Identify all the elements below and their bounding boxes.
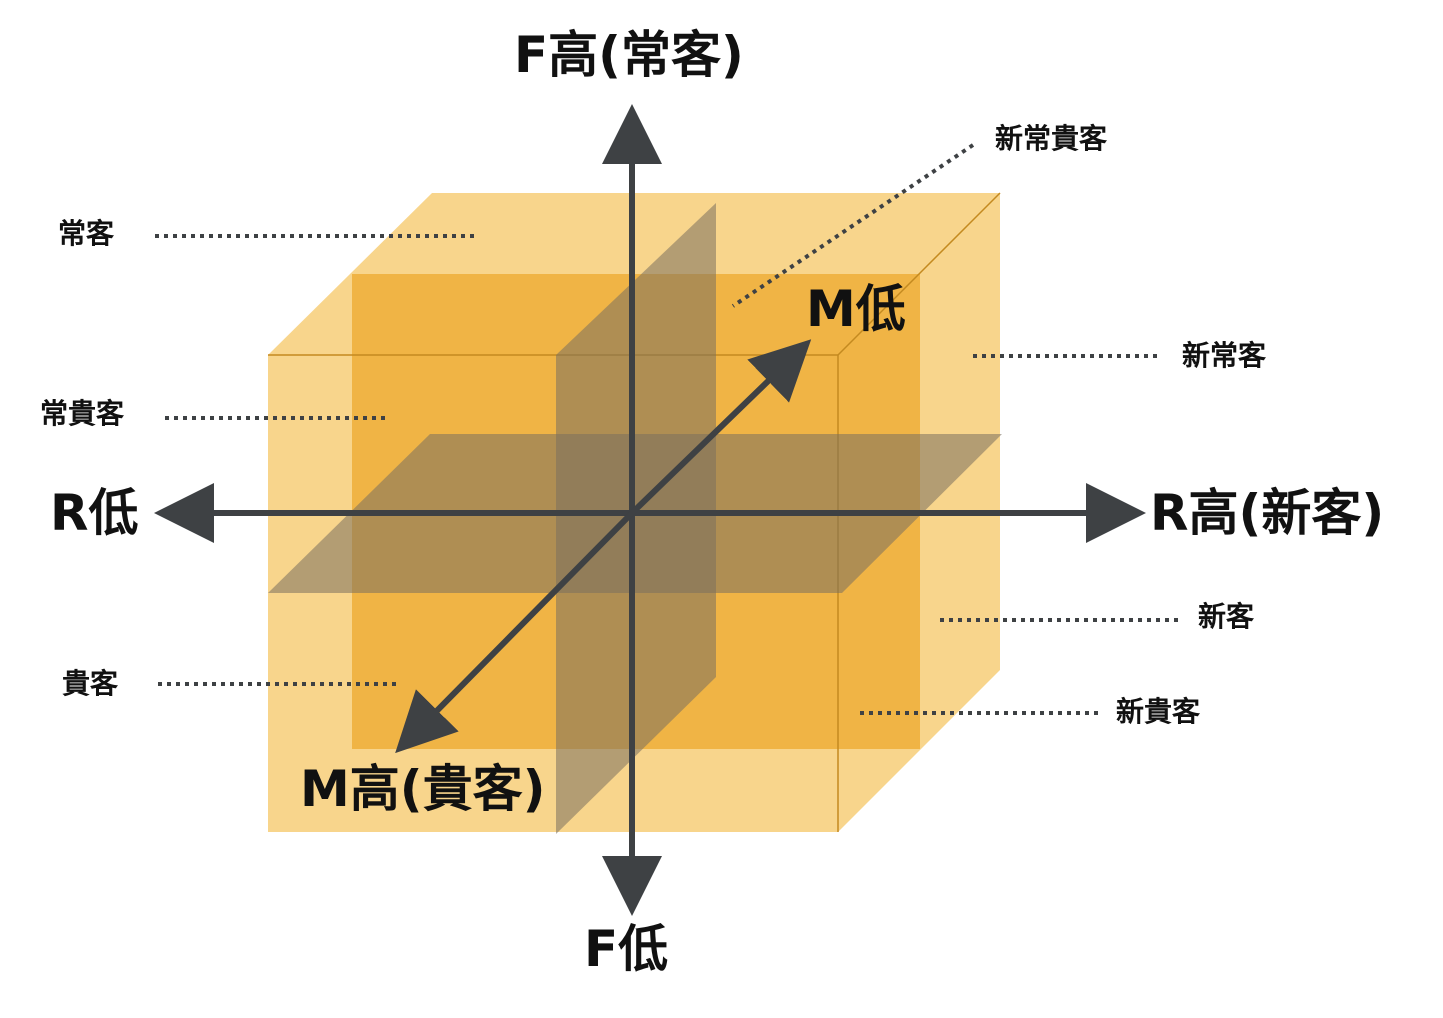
axes xyxy=(154,104,1146,916)
axis-label-f-high: F高(常客) xyxy=(514,26,744,84)
segment-label-new-regular-vip: 新常貴客 xyxy=(995,122,1108,155)
axis-label-f-low: F低 xyxy=(584,920,669,978)
cube-edge xyxy=(837,192,1001,356)
segment-label-new-vip: 新貴客 xyxy=(1116,695,1201,728)
m-axis-front xyxy=(395,510,635,754)
axis-label-r-low: R低 xyxy=(50,484,139,542)
axis-label-r-high: R高(新客) xyxy=(1150,484,1385,542)
m-axis-back xyxy=(629,339,812,516)
axis-label-m-low: M低 xyxy=(806,280,906,338)
segment-label-vip: 貴客 xyxy=(62,667,119,700)
segment-label-new-regular: 新常客 xyxy=(1182,339,1267,372)
leader-lines xyxy=(155,143,1182,715)
leader-line-new-regular-vip xyxy=(731,143,975,308)
segment-label-regular: 常客 xyxy=(58,217,115,250)
segment-label-new: 新客 xyxy=(1198,600,1255,633)
axis-label-m-high: M高(貴客) xyxy=(300,760,546,818)
segment-label-regular-vip: 常貴客 xyxy=(40,397,125,430)
